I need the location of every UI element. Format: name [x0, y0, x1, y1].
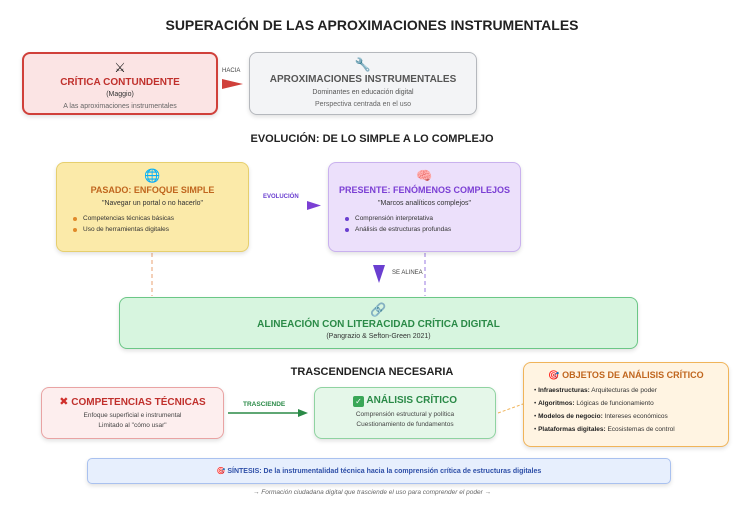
- list-item: Comprensión interpretativa: [345, 215, 520, 222]
- analisis-line2: Cuestionamiento de fundamentos: [356, 421, 454, 428]
- evolucion-arrowhead: [307, 201, 321, 210]
- hacia-arrowhead: [222, 79, 243, 89]
- crossed-swords-icon: ⚔: [114, 60, 126, 75]
- list-item: Uso de herramientas digitales: [73, 226, 248, 233]
- globe-icon: 🌐: [144, 168, 161, 183]
- competencias-line2: Limitado al "cómo usar": [98, 422, 167, 429]
- check-mark-icon: ✓: [353, 396, 364, 407]
- presente-title: PRESENTE: FENÓMENOS COMPLEJOS: [338, 185, 511, 195]
- critica-contundente-box: ⚔ CRÍTICA CONTUNDENTE (Maggio) A las apr…: [22, 52, 218, 115]
- presente-quote: "Marcos analíticos complejos": [378, 200, 471, 207]
- target-icon: 🎯: [548, 370, 560, 380]
- aproximaciones-title: APROXIMACIONES INSTRUMENTALES: [269, 74, 457, 85]
- evolucion-label: EVOLUCIÓN: [263, 194, 299, 200]
- se-alinea-arrowhead: [373, 265, 385, 283]
- objetos-analisis-box: 🎯 OBJETOS DE ANÁLISIS CRÍTICO • Infraest…: [523, 362, 729, 447]
- alineacion-box: 🔗 ALINEACIÓN CON LITERACIDAD CRÍTICA DIG…: [119, 297, 638, 349]
- competencias-title: COMPETENCIAS TÉCNICAS: [71, 397, 206, 408]
- sintesis-text: SÍNTESIS: De la instrumentalidad técnica…: [227, 468, 542, 475]
- page-title: SUPERACIÓN DE LAS APROXIMACIONES INSTRUM…: [165, 17, 579, 33]
- objetos-title: OBJETOS DE ANÁLISIS CRÍTICO: [562, 370, 704, 380]
- trascendencia-section-title: TRASCENDENCIA NECESARIA: [290, 366, 454, 378]
- objetos-row: • Algoritmos: Lógicas de funcionamiento: [534, 400, 654, 407]
- competencias-line1: Enfoque superficial e instrumental: [83, 412, 182, 419]
- critica-note: A las aproximaciones instrumentales: [63, 103, 177, 110]
- pasado-quote: "Navegar un portal o no hacerlo": [101, 200, 204, 207]
- analisis-title: ANÁLISIS CRÍTICO: [366, 395, 457, 406]
- aproximaciones-instrumentales-box: 🔧 APROXIMACIONES INSTRUMENTALES Dominant…: [249, 52, 477, 115]
- alineacion-title: ALINEACIÓN CON LITERACIDAD CRÍTICA DIGIT…: [257, 319, 500, 330]
- objetos-row: • Plataformas digitales: Ecosistemas de …: [534, 426, 675, 433]
- cross-mark-icon: ✖: [59, 396, 69, 408]
- pasado-list: Competencias técnicas básicas Uso de her…: [57, 215, 248, 233]
- pasado-box: 🌐 PASADO: ENFOQUE SIMPLE "Navegar un por…: [56, 162, 249, 252]
- pasado-title: PASADO: ENFOQUE SIMPLE: [90, 185, 215, 195]
- aproximaciones-line1: Dominantes en educación digital: [312, 89, 414, 96]
- wrench-icon: 🔧: [354, 57, 372, 72]
- se-alinea-label: SE ALINEA: [392, 270, 423, 276]
- hacia-label: HACIA: [222, 68, 241, 74]
- list-item: Competencias técnicas básicas: [73, 215, 248, 222]
- aproximaciones-line2: Perspectiva centrada en el uso: [314, 101, 412, 108]
- objetos-row: • Infraestructuras: Arquitecturas de pod…: [534, 387, 657, 394]
- alineacion-source: (Pangrazio & Sefton-Green 2021): [326, 333, 431, 340]
- trasciende-label: TRASCIENDE: [243, 401, 286, 408]
- critica-title: CRÍTICA CONTUNDENTE: [60, 77, 180, 88]
- brain-icon: 🧠: [416, 168, 433, 183]
- objetos-dashed-line: [497, 403, 524, 414]
- analisis-critico-box: ✓ ANÁLISIS CRÍTICO Comprensión estructur…: [314, 387, 496, 439]
- target-icon: 🎯: [216, 468, 226, 475]
- trasciende-arrowhead: [298, 409, 308, 417]
- presente-list: Comprensión interpretativa Análisis de e…: [329, 215, 520, 233]
- evolucion-section-title: EVOLUCIÓN: DE LO SIMPLE A LO COMPLEJO: [250, 133, 494, 145]
- presente-box: 🧠 PRESENTE: FENÓMENOS COMPLEJOS "Marcos …: [328, 162, 521, 252]
- footnote: → Formación ciudadana digital que trasci…: [252, 489, 492, 496]
- link-icon: 🔗: [370, 302, 387, 317]
- competencias-tecnicas-box: ✖ COMPETENCIAS TÉCNICAS Enfoque superfic…: [41, 387, 224, 439]
- analisis-line1: Comprensión estructural y política: [355, 411, 455, 418]
- critica-author: (Maggio): [106, 91, 134, 98]
- objetos-row: • Modelos de negocio: Intereses económic…: [534, 413, 668, 420]
- list-item: Análisis de estructuras profundas: [345, 226, 520, 233]
- sintesis-box: 🎯 SÍNTESIS: De la instrumentalidad técni…: [87, 458, 671, 484]
